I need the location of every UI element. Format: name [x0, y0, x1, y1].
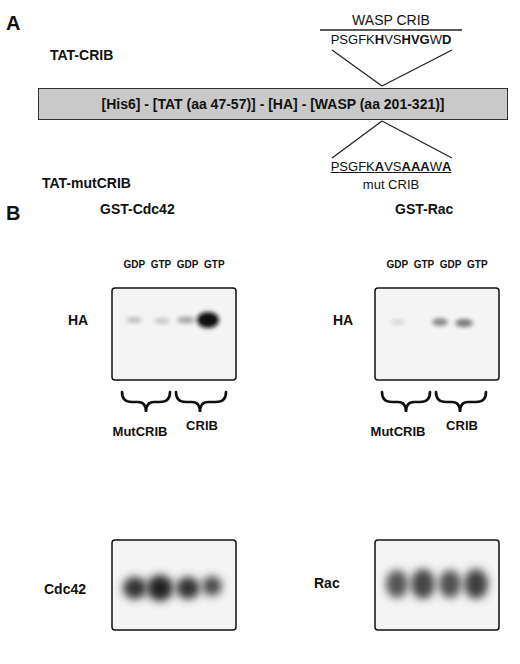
region-name: mut CRIB [363, 178, 419, 192]
group-label: MutCRIB [113, 425, 168, 439]
antibody-label: HA [333, 313, 353, 328]
lane-labels: GDP GTP GDP GTP [386, 259, 487, 270]
sequence: PSGFKHVSHVGWD [331, 33, 452, 47]
blot-title: GST-Cdc42 [100, 202, 175, 217]
lane-labels: GDP GTP GDP GTP [123, 259, 224, 270]
group-label: CRIB [446, 419, 478, 433]
group-label: CRIB [186, 419, 218, 433]
panel-letter: A [6, 12, 20, 34]
construct-name: TAT-mutCRIB [42, 176, 131, 191]
panel-letter: B [6, 202, 20, 224]
blot-bands [123, 312, 488, 601]
protein-label: Cdc42 [44, 582, 86, 597]
region-name: WASP CRIB [352, 13, 430, 28]
lane-braces [122, 392, 486, 412]
construct-bar: [His6] - [TAT (aa 47-57)] - [HA] - [WASP… [38, 88, 508, 120]
construct-text: [His6] - [TAT (aa 47-57)] - [HA] - [WASP… [101, 96, 444, 112]
blot-frames [112, 288, 499, 630]
protein-label: Rac [314, 576, 340, 591]
blot-title: GST-Rac [395, 202, 453, 217]
construct-name: TAT-CRIB [50, 48, 113, 63]
sequence: PSGFKAVSAAAWA [331, 160, 452, 174]
antibody-label: HA [68, 313, 88, 328]
group-label: MutCRIB [371, 425, 426, 439]
